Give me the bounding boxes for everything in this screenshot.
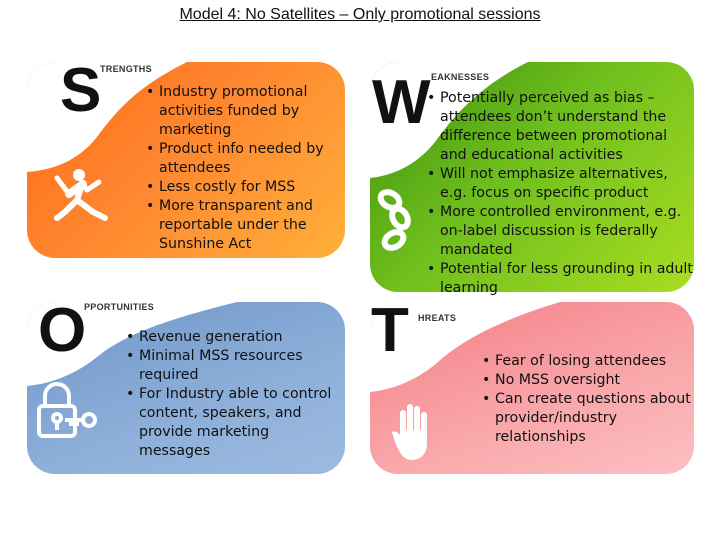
list-item: Can create questions about provider/indu… (481, 390, 693, 447)
weaknesses-heading: EAKNESSES (431, 72, 490, 82)
list-item: No MSS oversight (481, 371, 693, 390)
opportunities-list: Revenue generation Minimal MSS resources… (125, 328, 340, 461)
weaknesses-letter: W (372, 68, 431, 137)
list-item: Will not emphasize alternatives, e.g. fo… (426, 165, 698, 203)
stop-hand-icon (392, 404, 427, 460)
list-item: Potentially perceived as bias – attendee… (426, 89, 698, 165)
weaknesses-list: Potentially perceived as bias – attendee… (426, 89, 698, 298)
list-item: Fear of losing attendees (481, 352, 693, 371)
strengths-letter: S (60, 56, 102, 125)
slide-title: Model 4: No Satellites – Only promotiona… (179, 6, 541, 23)
list-item: Less costly for MSS (145, 178, 345, 197)
threats-heading: HREATS (418, 313, 457, 323)
list-item: Potential for less grounding in adult le… (426, 260, 698, 298)
card-wave-shape (370, 302, 560, 392)
list-item: More controlled environment, e.g. on-lab… (426, 203, 698, 260)
strengths-heading: TRENGTHS (100, 64, 152, 74)
list-item: Product info needed by attendees (145, 140, 345, 178)
broken-chain-icon (377, 189, 411, 251)
card-wave-shape (27, 302, 237, 386)
opportunities-heading: PPORTUNITIES (84, 302, 155, 312)
padlock-key-icon (37, 382, 97, 438)
threats-list: Fear of losing attendees No MSS oversigh… (481, 352, 693, 447)
list-item: Industry promotional activities funded b… (145, 83, 345, 140)
list-item: More transparent and reportable under th… (145, 197, 345, 254)
threats-letter: T (371, 296, 409, 365)
opportunities-letter: O (38, 296, 87, 365)
list-item: Revenue generation (125, 328, 340, 347)
list-item: For Industry able to control content, sp… (125, 385, 340, 461)
card-wave-shape (27, 62, 187, 172)
strengths-list: Industry promotional activities funded b… (145, 83, 345, 254)
running-person-icon (54, 169, 108, 221)
list-item: Minimal MSS resources required (125, 347, 340, 385)
